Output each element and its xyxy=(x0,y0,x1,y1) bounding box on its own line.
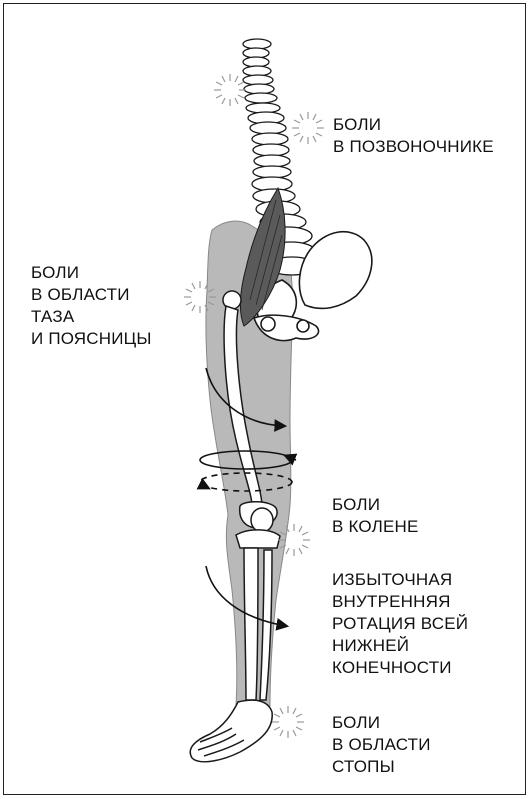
foot xyxy=(190,700,272,762)
pelvis-pain-line1: БОЛИ xyxy=(31,262,152,284)
foot-pain-line1: БОЛИ xyxy=(332,712,431,734)
foot-pain-label: БОЛИ В ОБЛАСТИ СТОПЫ xyxy=(332,712,431,778)
rotation-line2: ВНУТРЕННЯЯ xyxy=(332,591,468,613)
rotation-line3: РОТАЦИЯ ВСЕЙ xyxy=(332,613,468,635)
rotation-line5: КОНЕЧНОСТИ xyxy=(332,657,468,679)
rotation-label: ИЗБЫТОЧНАЯ ВНУТРЕННЯЯ РОТАЦИЯ ВСЕЙ НИЖНЕ… xyxy=(332,569,468,679)
spine-pain-line2: В ПОЗВОНОЧНИКЕ xyxy=(333,136,494,158)
spine-pain-label: БОЛИ В ПОЗВОНОЧНИКЕ xyxy=(333,114,494,158)
spine-pain-burst-right xyxy=(292,112,324,144)
foot-pain-burst xyxy=(272,706,304,738)
pelvis-pain-line2: В ОБЛАСТИ xyxy=(31,284,152,306)
pelvis-pain-line4: И ПОЯСНИЦЫ xyxy=(31,328,152,350)
rotation-line1: ИЗБЫТОЧНАЯ xyxy=(332,569,468,591)
knee-pain-label: БОЛИ В КОЛЕНЕ xyxy=(332,494,419,538)
pelvis-pain-line3: ТАЗА xyxy=(31,306,152,328)
pelvis-pain-label: БОЛИ В ОБЛАСТИ ТАЗА И ПОЯСНИЦЫ xyxy=(31,262,152,350)
spine-pain-burst-left xyxy=(214,74,246,106)
spine-pain-line1: БОЛИ xyxy=(333,114,494,136)
rotation-line4: НИЖНЕЙ xyxy=(332,635,468,657)
foot-pain-line3: СТОПЫ xyxy=(332,756,431,778)
foot-pain-line2: В ОБЛАСТИ xyxy=(332,734,431,756)
knee-pain-line2: В КОЛЕНЕ xyxy=(332,516,419,538)
knee-pain-line1: БОЛИ xyxy=(332,494,419,516)
